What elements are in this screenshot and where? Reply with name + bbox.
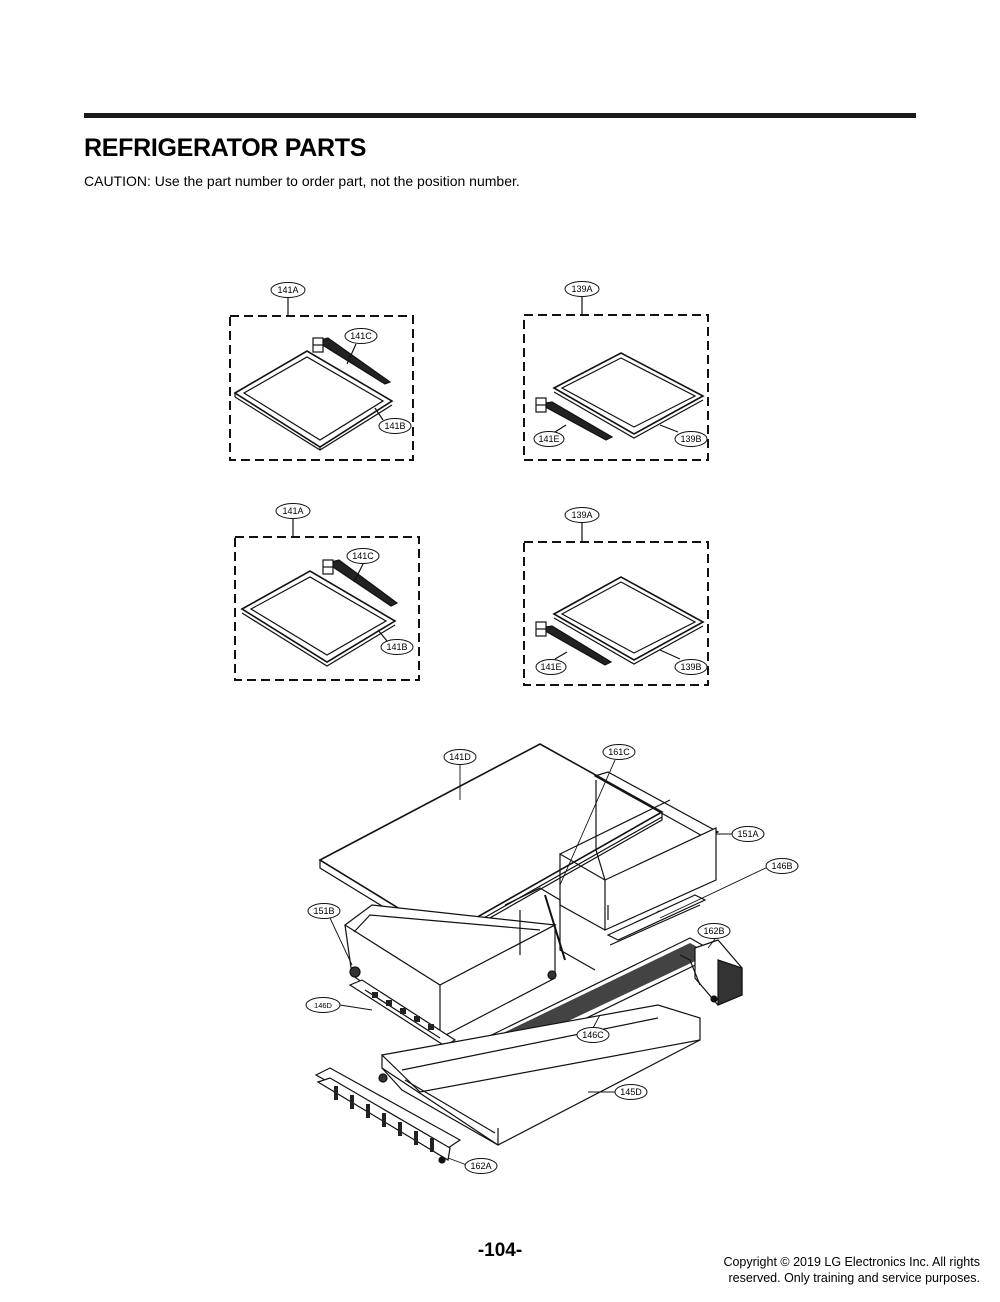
callout-g3-shelf: 141B xyxy=(386,642,407,652)
callout-g1-shelf: 141B xyxy=(384,421,405,431)
shelf-bracket-141C xyxy=(312,337,392,385)
shelf-assembly-group-4 xyxy=(523,522,709,686)
slide-rail-146B xyxy=(606,894,707,946)
group-boundary-3 xyxy=(234,536,420,681)
callout-g3-top: 141A xyxy=(282,506,303,516)
callout-g4-bracket: 141E xyxy=(540,662,561,672)
callout-rail: 161C xyxy=(608,747,630,757)
page-title: REFRIGERATOR PARTS xyxy=(84,134,367,162)
callout-g2-bracket: 141E xyxy=(538,434,559,444)
shelf-bracket-141E xyxy=(535,397,614,441)
copyright-line-2: reserved. Only training and service purp… xyxy=(728,1271,980,1285)
callout-g4-top: 139A xyxy=(571,510,592,520)
shelf-bracket-141E-b xyxy=(535,621,613,666)
copyright-line-1: Copyright © 2019 LG Electronics Inc. All… xyxy=(723,1255,980,1269)
crisper-drawer-151A xyxy=(559,771,720,931)
callout-right-drawer: 151A xyxy=(737,829,758,839)
caution-note: CAUTION: Use the part number to order pa… xyxy=(84,173,520,189)
callout-left-slide: 146D xyxy=(314,1001,333,1010)
callout-pantry-drawer: 145D xyxy=(620,1087,642,1097)
group-boundary-4 xyxy=(523,541,709,686)
callout-right-end-cap: 162B xyxy=(703,926,724,936)
callout-g2-shelf: 139B xyxy=(680,434,701,444)
glass-shelf-139B-b xyxy=(552,576,705,665)
shelf-assembly-group-1 xyxy=(229,296,414,461)
callout-right-slide: 146B xyxy=(771,861,792,871)
callout-g4-shelf: 139B xyxy=(680,662,701,672)
callout-cover: 141D xyxy=(449,752,471,762)
shelf-assembly-group-3 xyxy=(234,518,420,681)
callout-bubbles xyxy=(270,281,799,1174)
callout-g1-top: 141A xyxy=(277,285,298,295)
divider-rail-161C xyxy=(504,887,596,971)
shelf-assembly-group-2 xyxy=(523,296,709,461)
end-cap-162A xyxy=(314,1067,462,1164)
callout-g2-top: 139A xyxy=(571,284,592,294)
callout-center-panel: 146C xyxy=(582,1030,604,1040)
end-cap-162B xyxy=(679,939,743,1006)
callout-g3-bracket: 141C xyxy=(352,551,374,561)
glass-shelf-141B-b xyxy=(240,570,397,667)
shelf-bracket-141C-b xyxy=(322,559,399,607)
group-boundary-2 xyxy=(523,314,709,461)
callout-g1-bracket: 141C xyxy=(350,331,372,341)
pantry-drawer-145D xyxy=(378,1004,701,1146)
callout-labels: 141A 141C 141B 139A 141E 139B 141A 141C … xyxy=(277,284,792,1171)
callout-left-end-cap: 162A xyxy=(470,1161,491,1171)
group-boundary-1 xyxy=(229,315,414,461)
page-number: -104- xyxy=(477,1240,523,1261)
glass-shelf-141B xyxy=(233,350,394,451)
slide-rail-146D xyxy=(348,979,457,1047)
copyright-notice: Copyright © 2019 LG Electronics Inc. All… xyxy=(723,1254,980,1286)
callout-left-drawer: 151B xyxy=(313,906,334,916)
crisper-drawer-151B xyxy=(343,904,558,1039)
pantry-drawer-assembly xyxy=(314,743,771,1166)
glass-shelf-139B xyxy=(552,352,705,439)
header-rule xyxy=(84,113,916,118)
